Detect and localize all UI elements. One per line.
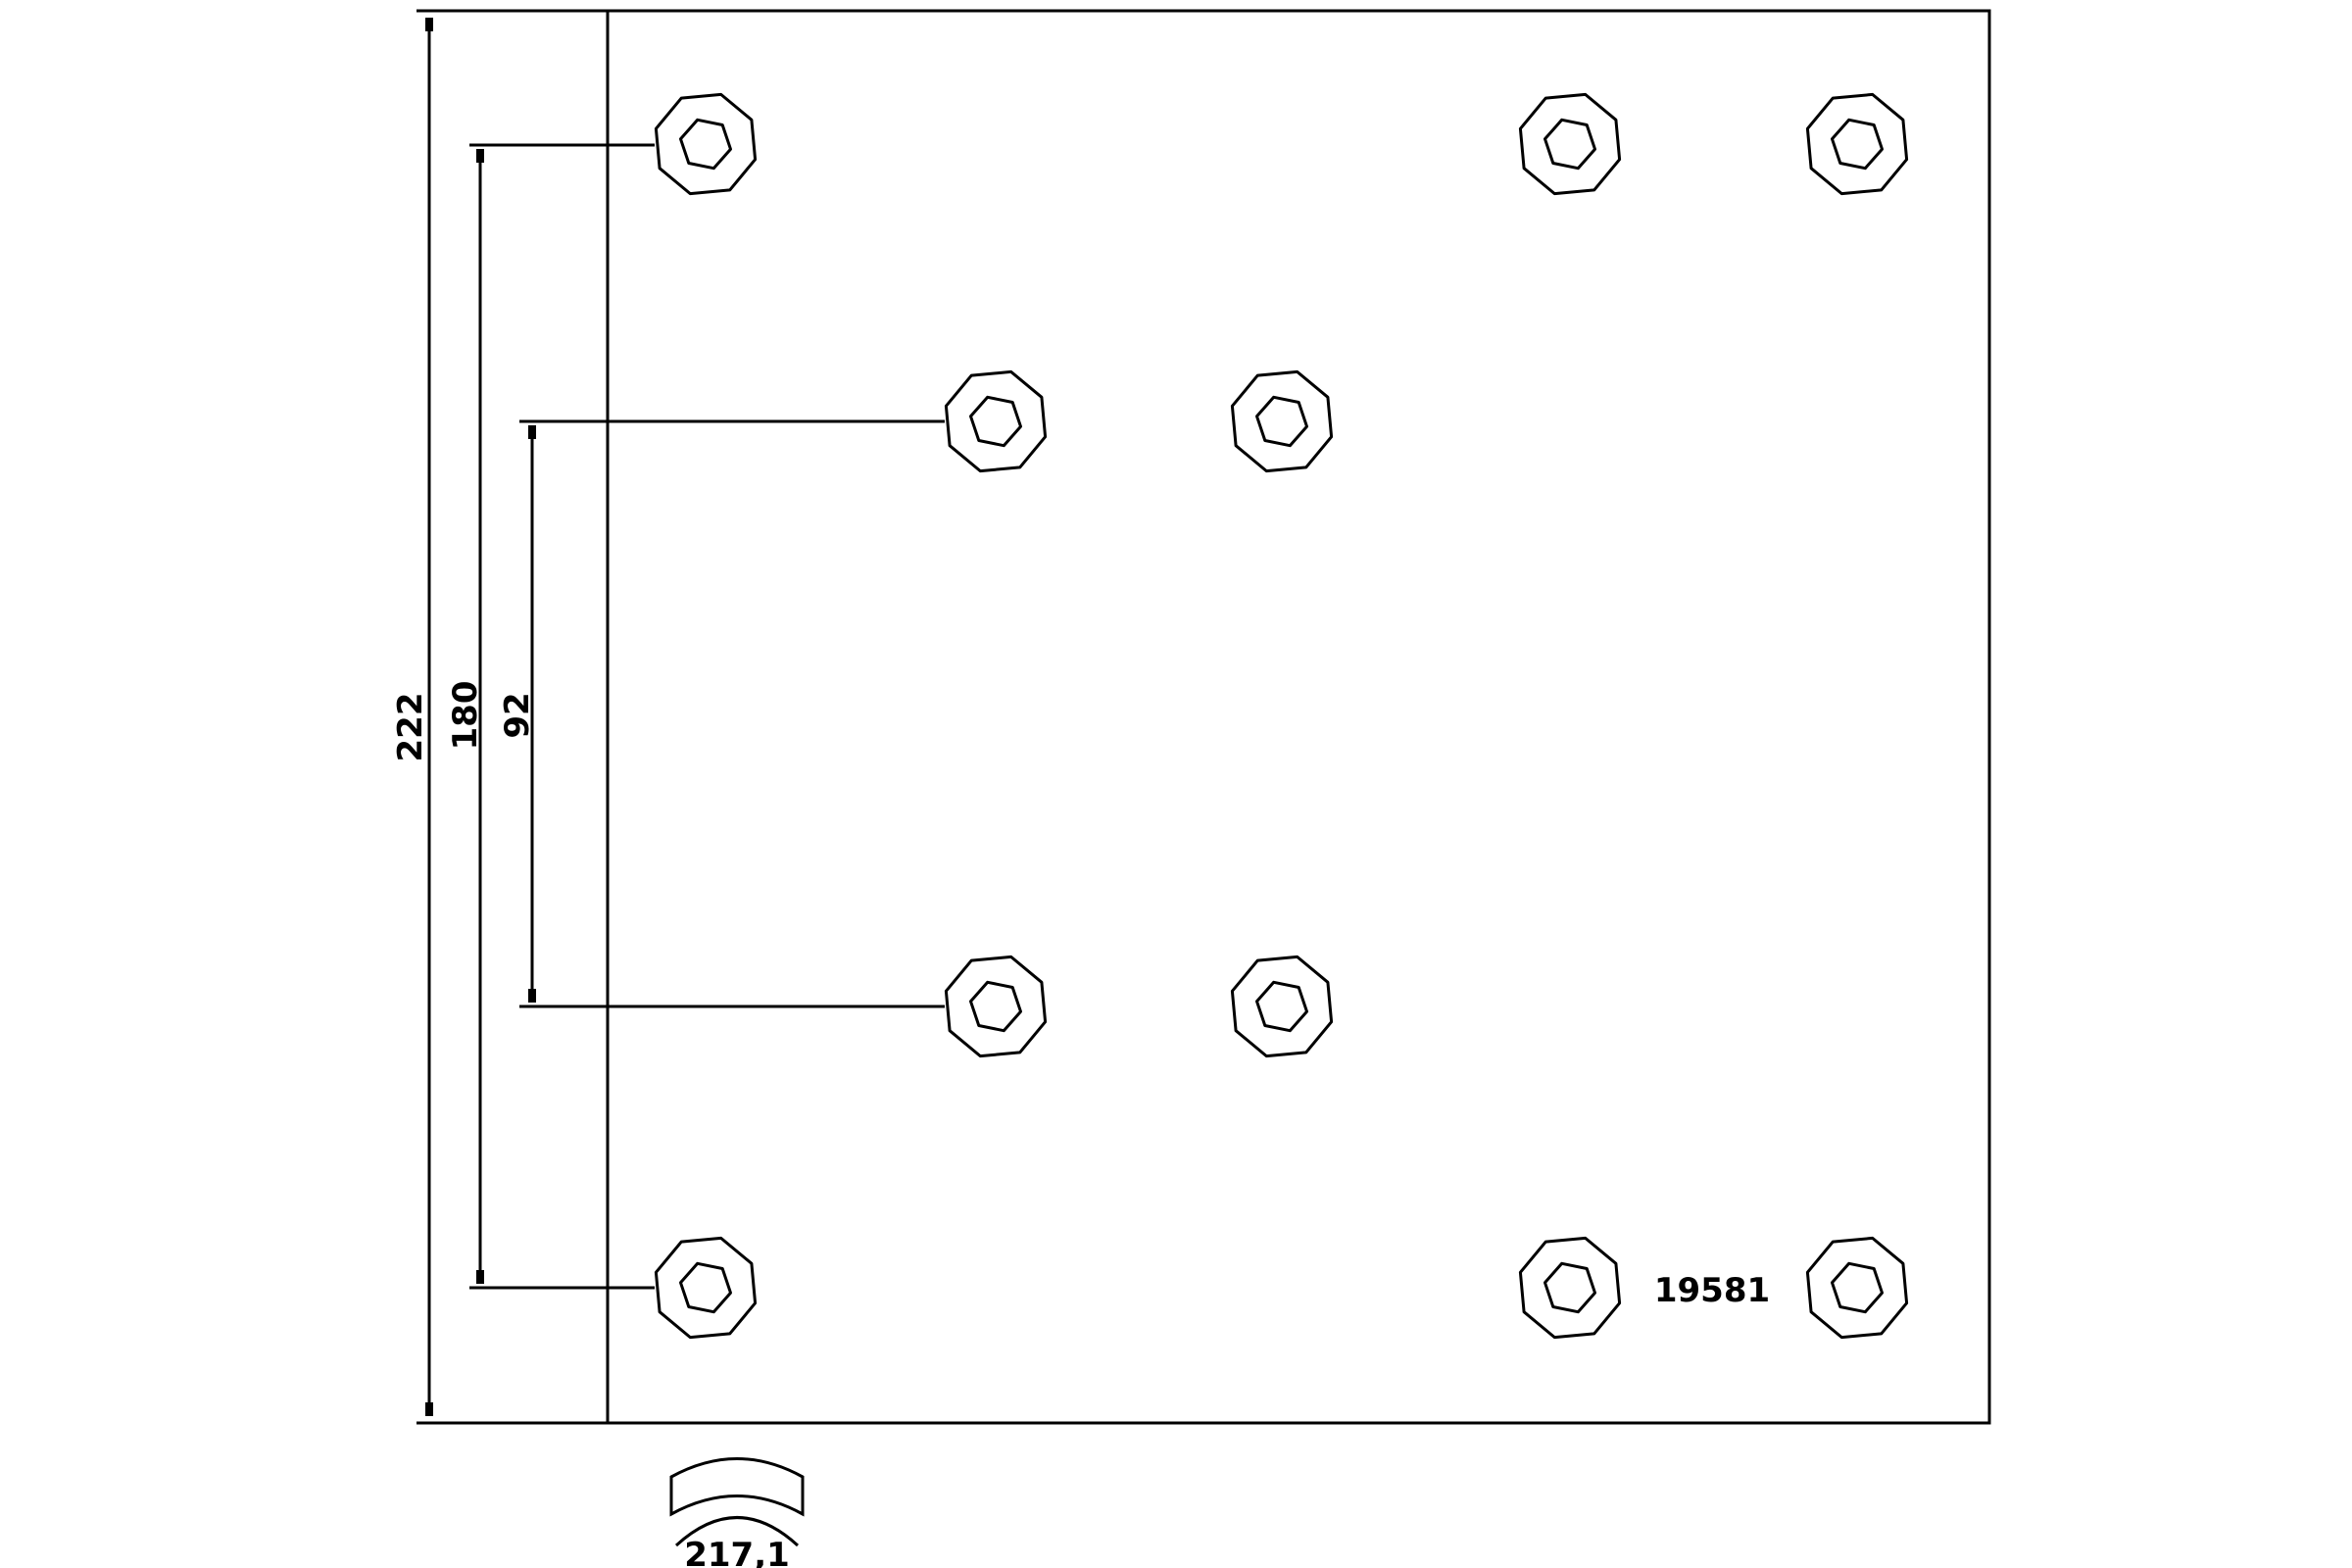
dimension-label-92: 92 bbox=[498, 692, 537, 738]
dimension-label-180: 180 bbox=[446, 681, 485, 751]
rivet-hole bbox=[1518, 92, 1622, 196]
radius-label: 217,1 bbox=[684, 1536, 790, 1568]
rivet-hole bbox=[1805, 92, 1909, 196]
dimension-inner-rivet-spacing bbox=[519, 419, 945, 1008]
dimension-label-222: 222 bbox=[391, 693, 430, 762]
rivet-hole bbox=[1230, 369, 1334, 473]
curvature-symbol bbox=[669, 1457, 805, 1547]
rivet-hole bbox=[654, 92, 758, 196]
rivet-hole bbox=[1518, 1236, 1622, 1340]
rivet-hole bbox=[944, 955, 1048, 1058]
part-number-label: 19581 bbox=[1654, 1271, 1770, 1310]
rivet-hole bbox=[654, 1236, 758, 1340]
lining-outline bbox=[606, 9, 1991, 1425]
rivet-hole bbox=[1805, 1236, 1909, 1340]
rivet-hole bbox=[1230, 955, 1334, 1058]
dimension-overall-height bbox=[416, 9, 608, 1425]
rivet-hole bbox=[944, 369, 1048, 473]
dimension-outer-rivet-spacing bbox=[469, 143, 655, 1290]
rivet-holes bbox=[654, 92, 1909, 1340]
